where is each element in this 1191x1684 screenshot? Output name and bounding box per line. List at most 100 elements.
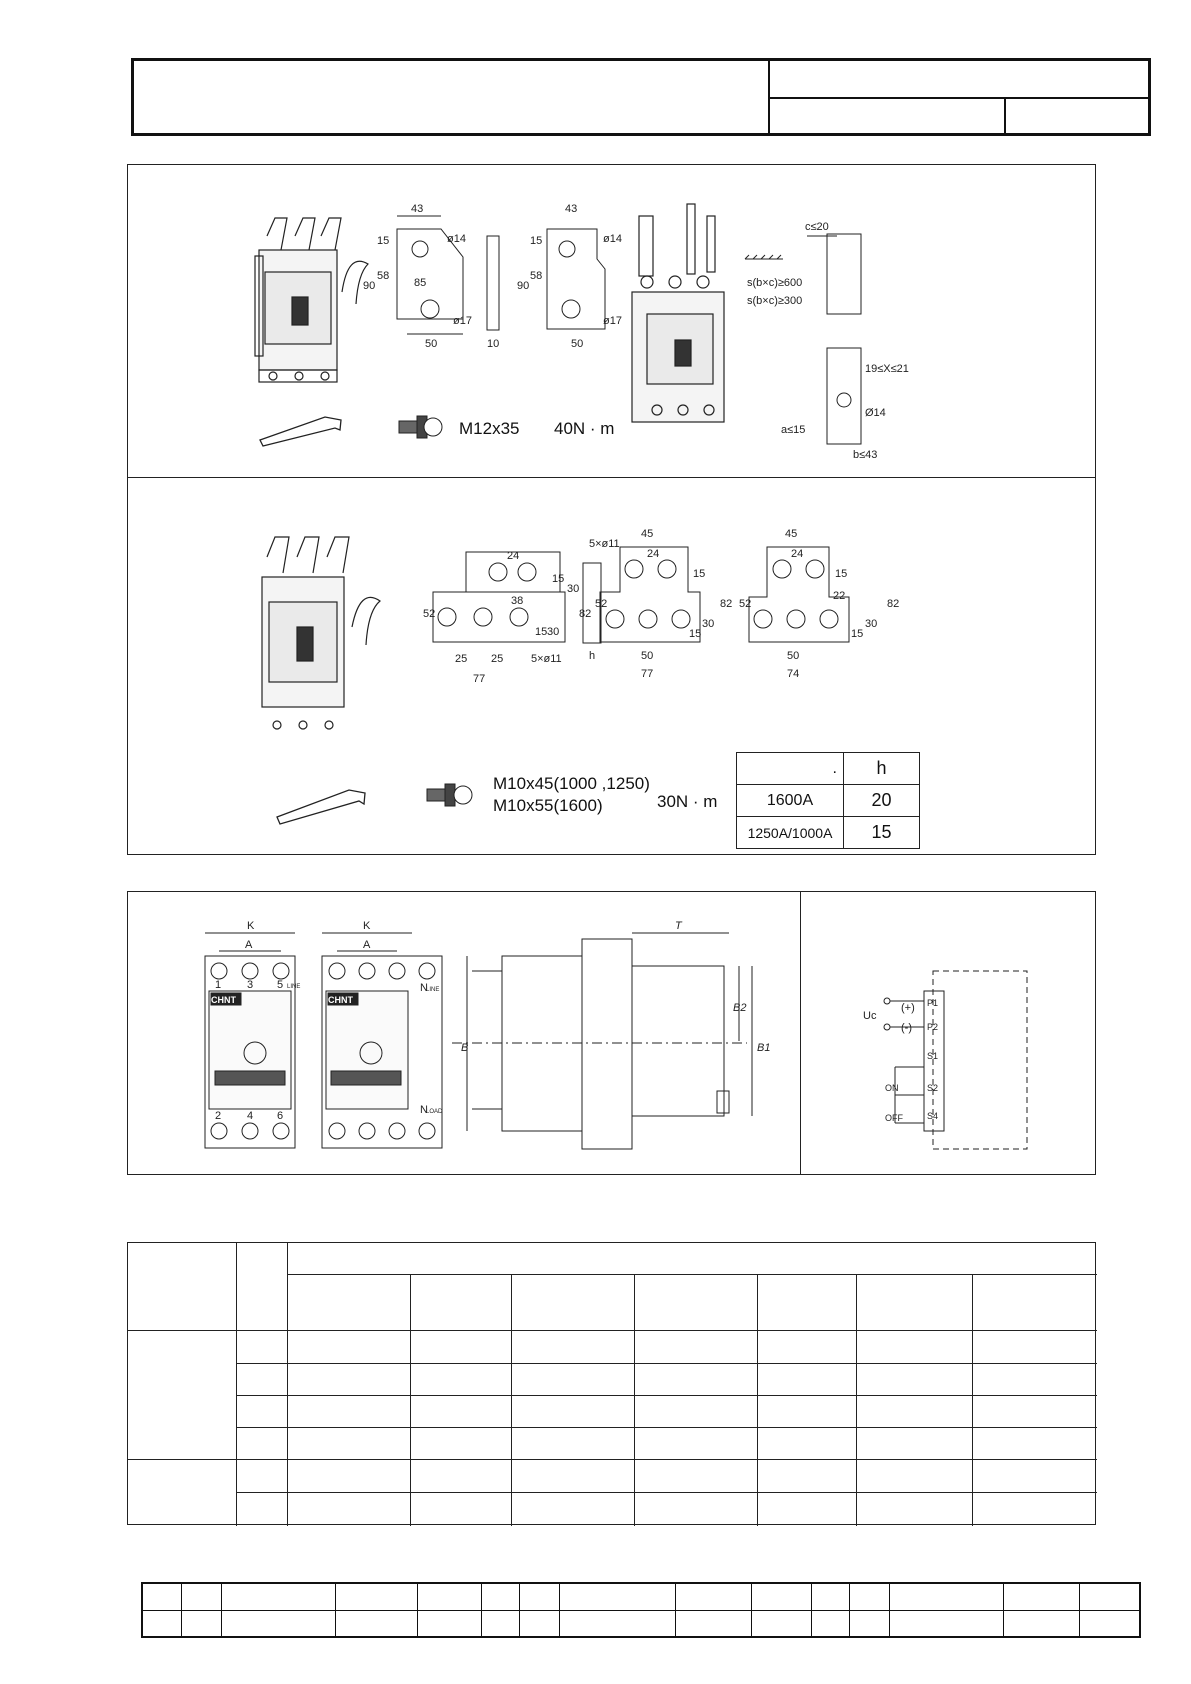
circuit-p1: P1 (927, 998, 938, 1008)
p3-dim-24: 24 (791, 548, 803, 560)
p1-dim-holes: 5×ø11 (531, 653, 562, 665)
plate-a-dim-58: 58 (377, 270, 389, 282)
brand-1: CHNT (211, 995, 236, 1005)
p3-dim-50: 50 (787, 650, 799, 662)
p1-dim-24: 24 (507, 550, 519, 562)
p2-dim-82: 82 (720, 598, 732, 610)
plate-b-dim-15: 15 (530, 235, 542, 247)
clearance-c: c≤20 (805, 221, 829, 233)
title-divider-v2 (1004, 99, 1006, 133)
p1-dim-52: 52 (423, 608, 435, 620)
plate-a-dim-hole-top: ø14 (447, 233, 466, 245)
p3-dim-74: 74 (787, 668, 799, 680)
circuit-p2: P2 (927, 1022, 938, 1032)
term-bot-1-6: 6 (277, 1110, 283, 1122)
term-top-1-5: 5 (277, 979, 283, 991)
circuit-diagram (883, 970, 1028, 1150)
torque-1: 40N · m (554, 419, 614, 438)
p3-dim-15b: 15 (851, 628, 863, 640)
circuit-s4: S4 (927, 1111, 938, 1121)
p2-dim-holes: 5×ø11 (589, 538, 620, 550)
p1-dim-25a: 25 (455, 653, 467, 665)
plate-a-dim-width: 43 (411, 203, 423, 215)
section-1-drawing: M12x35 40N · m 43 ø14 15 58 90 85 ø17 50… (254, 203, 909, 461)
p3-dim-15: 15 (835, 568, 847, 580)
p2-dim-52: 52 (595, 598, 607, 610)
p2-dim-30: 30 (702, 618, 714, 630)
torque-2: 30N · m (657, 792, 717, 811)
busbar-height-table: . h 1600A 20 1250A/1000A 15 (736, 752, 920, 849)
n-label-top: N (420, 982, 428, 994)
dim-k-1: K (247, 920, 255, 932)
p1-dim-77: 77 (473, 673, 485, 685)
p1-dim-38: 38 (511, 595, 523, 607)
term-top-1-1: 1 (215, 979, 221, 991)
section-3-drawing: CHNT K A 1 3 5 2 4 6 LINE CHNT K A N LIN… (204, 920, 1028, 1150)
plate-b-dim-hole-top: ø14 (603, 233, 622, 245)
title-block (131, 58, 1151, 136)
p2-dim-77: 77 (641, 668, 653, 680)
section-2-panel (127, 477, 1096, 855)
busbar-plate-3 (748, 546, 850, 643)
p3-dim-30: 30 (865, 618, 877, 630)
hex-key-1 (259, 416, 342, 447)
bar-h-label: h (589, 650, 595, 662)
p2-dim-15b: 15 (689, 628, 701, 640)
p1-dim-15: 15 (552, 573, 564, 585)
bar-thickness: 10 (487, 338, 499, 350)
clearance-hole: Ø14 (865, 407, 886, 419)
circuit-s2: S2 (927, 1083, 938, 1093)
circuit-off: OFF (885, 1113, 903, 1123)
dim-b: B (461, 1042, 468, 1054)
p2-dim-24: 24 (647, 548, 659, 560)
p3-dim-45: 45 (785, 528, 797, 540)
busbar-plate-1 (432, 551, 566, 643)
h-table-header-0: . (736, 752, 844, 785)
bolt-icon-2 (426, 783, 473, 807)
clearance-diagram (744, 233, 862, 445)
p1-dim-25b: 25 (491, 653, 503, 665)
p1-dim-15b: 15 (535, 626, 547, 638)
bolt-size-2a: M10x45(1000 ,1250) (493, 774, 650, 793)
plate-a-dim-50: 50 (425, 338, 437, 350)
brand-2: CHNT (328, 995, 353, 1005)
clearance-a: a≤15 (781, 424, 805, 436)
clearance-x: 19≤X≤21 (865, 363, 909, 375)
hex-key-2 (276, 789, 366, 825)
busbar-plate-a (396, 215, 464, 335)
term-top-1-3: 3 (247, 979, 253, 991)
term-bot-1-2: 2 (215, 1110, 221, 1122)
plate-b-dim-90: 90 (517, 280, 529, 292)
revision-block (141, 1582, 1141, 1638)
dim-b1: B1 (757, 1042, 770, 1054)
bolt-size-2b: M10x55(1600) (493, 796, 603, 815)
section-2-drawing: M10x45(1000 ,1250) M10x55(1600) 30N · m … (261, 528, 899, 825)
term-bot-1-4: 4 (247, 1110, 253, 1122)
dim-k-2: K (363, 920, 371, 932)
circuit-s1: S1 (927, 1051, 938, 1061)
circuit-on: ON (885, 1083, 899, 1093)
h-table-header-1: h (843, 752, 920, 785)
line-label-1: LINE (287, 984, 300, 990)
busbar-side-view (486, 235, 500, 331)
section-3-panel (127, 891, 1096, 1175)
n-label-bot: N (420, 1104, 428, 1116)
p2-dim-45: 45 (641, 528, 653, 540)
h-table-row-1-current: 1250A/1000A (736, 816, 844, 849)
plate-a-dim-15: 15 (377, 235, 389, 247)
busbar-side-view-2 (582, 562, 602, 644)
h-table-row-0-h: 20 (843, 784, 920, 817)
line-label-2: LINE (426, 987, 439, 993)
plate-a-dim-85: 85 (414, 277, 426, 289)
p3-dim-52: 52 (739, 598, 751, 610)
dim-b2: B2 (733, 1002, 746, 1014)
title-divider-h (770, 97, 1148, 99)
breaker-side-view (452, 932, 753, 1150)
p1-dim-30a: 30 (567, 583, 579, 595)
plate-a-dim-hole-bot: ø17 (453, 315, 472, 327)
plate-b-dim-50: 50 (571, 338, 583, 350)
title-divider-v (768, 61, 770, 133)
p2-dim-15: 15 (693, 568, 705, 580)
p1-dim-30b: 30 (547, 626, 559, 638)
h-table-row-1-h: 15 (843, 816, 920, 849)
